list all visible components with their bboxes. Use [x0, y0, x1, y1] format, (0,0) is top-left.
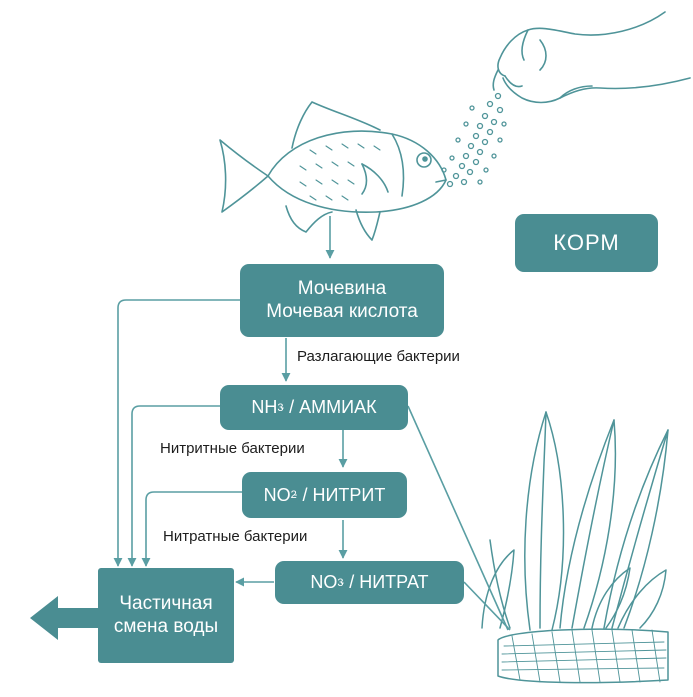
ammonia-name: / АММИАК: [284, 397, 377, 417]
fish-icon: [219, 101, 447, 241]
nitrite-name: / НИТРИТ: [297, 484, 386, 505]
food-pellets-icon: [441, 92, 507, 188]
arrow-urea-to-water: [113, 299, 240, 567]
arrow-ammonia-to-water: [127, 405, 220, 567]
plant-icon: [481, 411, 669, 684]
water-change-box: Частичная смена воды: [98, 568, 234, 663]
food-box: КОРМ: [515, 214, 658, 272]
nitrate-formula-sub: 3: [337, 576, 344, 589]
water-change-line1: Частичная: [119, 592, 213, 614]
urea-box: Мочевина Мочевая кислота: [240, 264, 444, 337]
nitrate-name: / НИТРАТ: [344, 572, 429, 592]
line-nitrate-to-plant: [463, 581, 511, 631]
urea-box-line1: Мочевина: [297, 277, 387, 299]
nitrate-formula-base: NO: [310, 572, 338, 592]
food-box-label: КОРМ: [553, 229, 620, 255]
nitrate-bacteria-label: Нитратные бактерии: [163, 528, 308, 545]
water-change-output-arrow: [30, 596, 98, 640]
hand-icon: [492, 11, 691, 104]
urea-box-line2: Мочевая кислота: [266, 300, 418, 322]
nitrite-formula-base: NO: [263, 484, 291, 505]
arrow-nitrite-to-water: [141, 491, 242, 567]
ammonia-formula-sup: -: [280, 401, 285, 414]
decomposing-bacteria-label: Разлагающие бактерии: [297, 348, 460, 365]
nitrite-bacteria-label: Нитритные бактерии: [160, 440, 305, 457]
water-change-line2: смена воды: [113, 615, 219, 637]
nitrite-formula-sup: -: [293, 489, 298, 501]
line-ammonia-to-plant: [407, 405, 509, 631]
ammonia-formula-sub: 3: [277, 401, 284, 414]
ammonia-formula-base: NH: [251, 397, 278, 417]
nitrate-formula-sup: -: [340, 576, 345, 589]
nitrite-formula-sub: 2: [290, 489, 297, 501]
